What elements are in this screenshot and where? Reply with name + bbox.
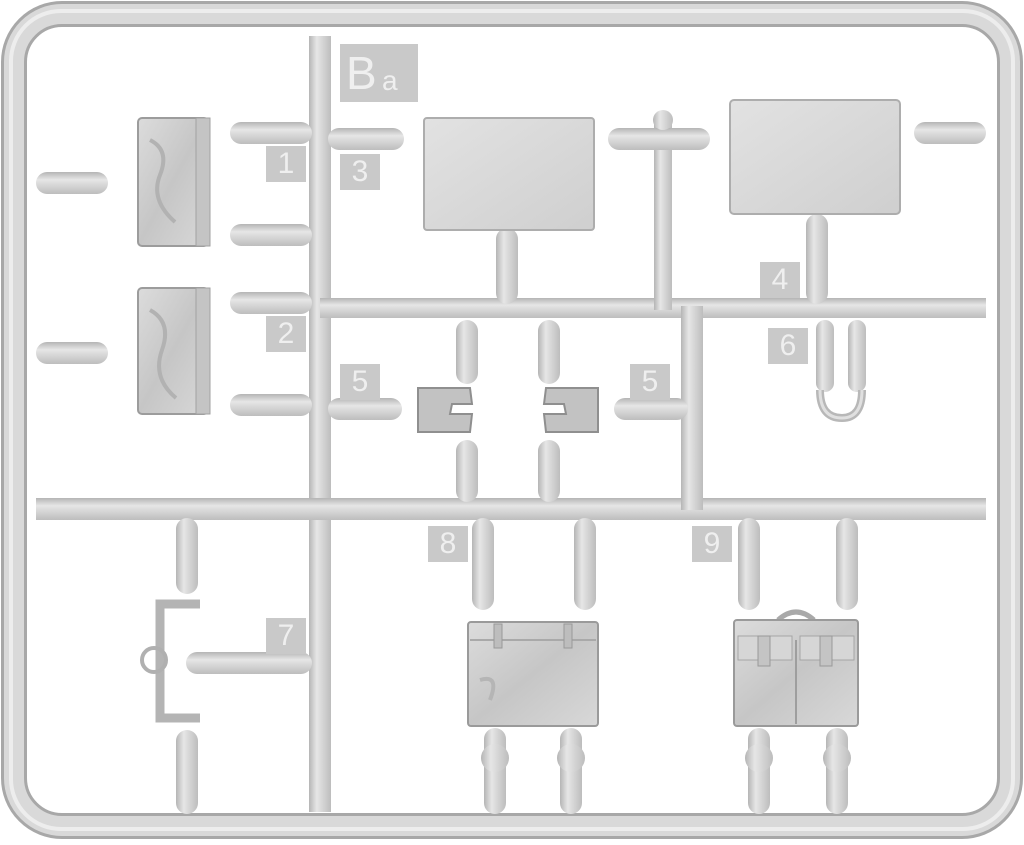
part-number-tag: 3: [340, 154, 380, 190]
part-7-handle: [140, 599, 200, 723]
part-5-bracket-right: [542, 387, 599, 433]
part-2-pouch: [137, 287, 211, 415]
part-number-tag: 7: [266, 618, 306, 654]
part-number-tag: 4: [760, 262, 800, 298]
sprue-gates: [36, 122, 986, 674]
part-5-bracket-left: [417, 387, 474, 433]
part-number-tag: 6: [768, 328, 808, 364]
part-number-tag: 2: [266, 316, 306, 352]
part-number-tag: 5: [340, 364, 380, 400]
part-number-tag: 5: [630, 364, 670, 400]
part-8-bag: [467, 621, 599, 727]
part-3-plate: [423, 117, 595, 231]
part-number-tag: 9: [692, 526, 732, 562]
part-1-pouch: [137, 117, 211, 247]
part-6-loop: [816, 389, 866, 423]
sprue-runners: [36, 36, 986, 812]
part-number-tag: 1: [266, 146, 306, 182]
part-number-tag: 8: [428, 526, 468, 562]
sprue-letter: B: [346, 47, 377, 99]
sprue-knobs: [481, 110, 851, 772]
part-4-plate: [729, 99, 901, 215]
sprue-suffix: a: [382, 65, 398, 96]
sprue-id-tag: B a: [340, 44, 418, 102]
part-9-bag: [733, 609, 859, 727]
